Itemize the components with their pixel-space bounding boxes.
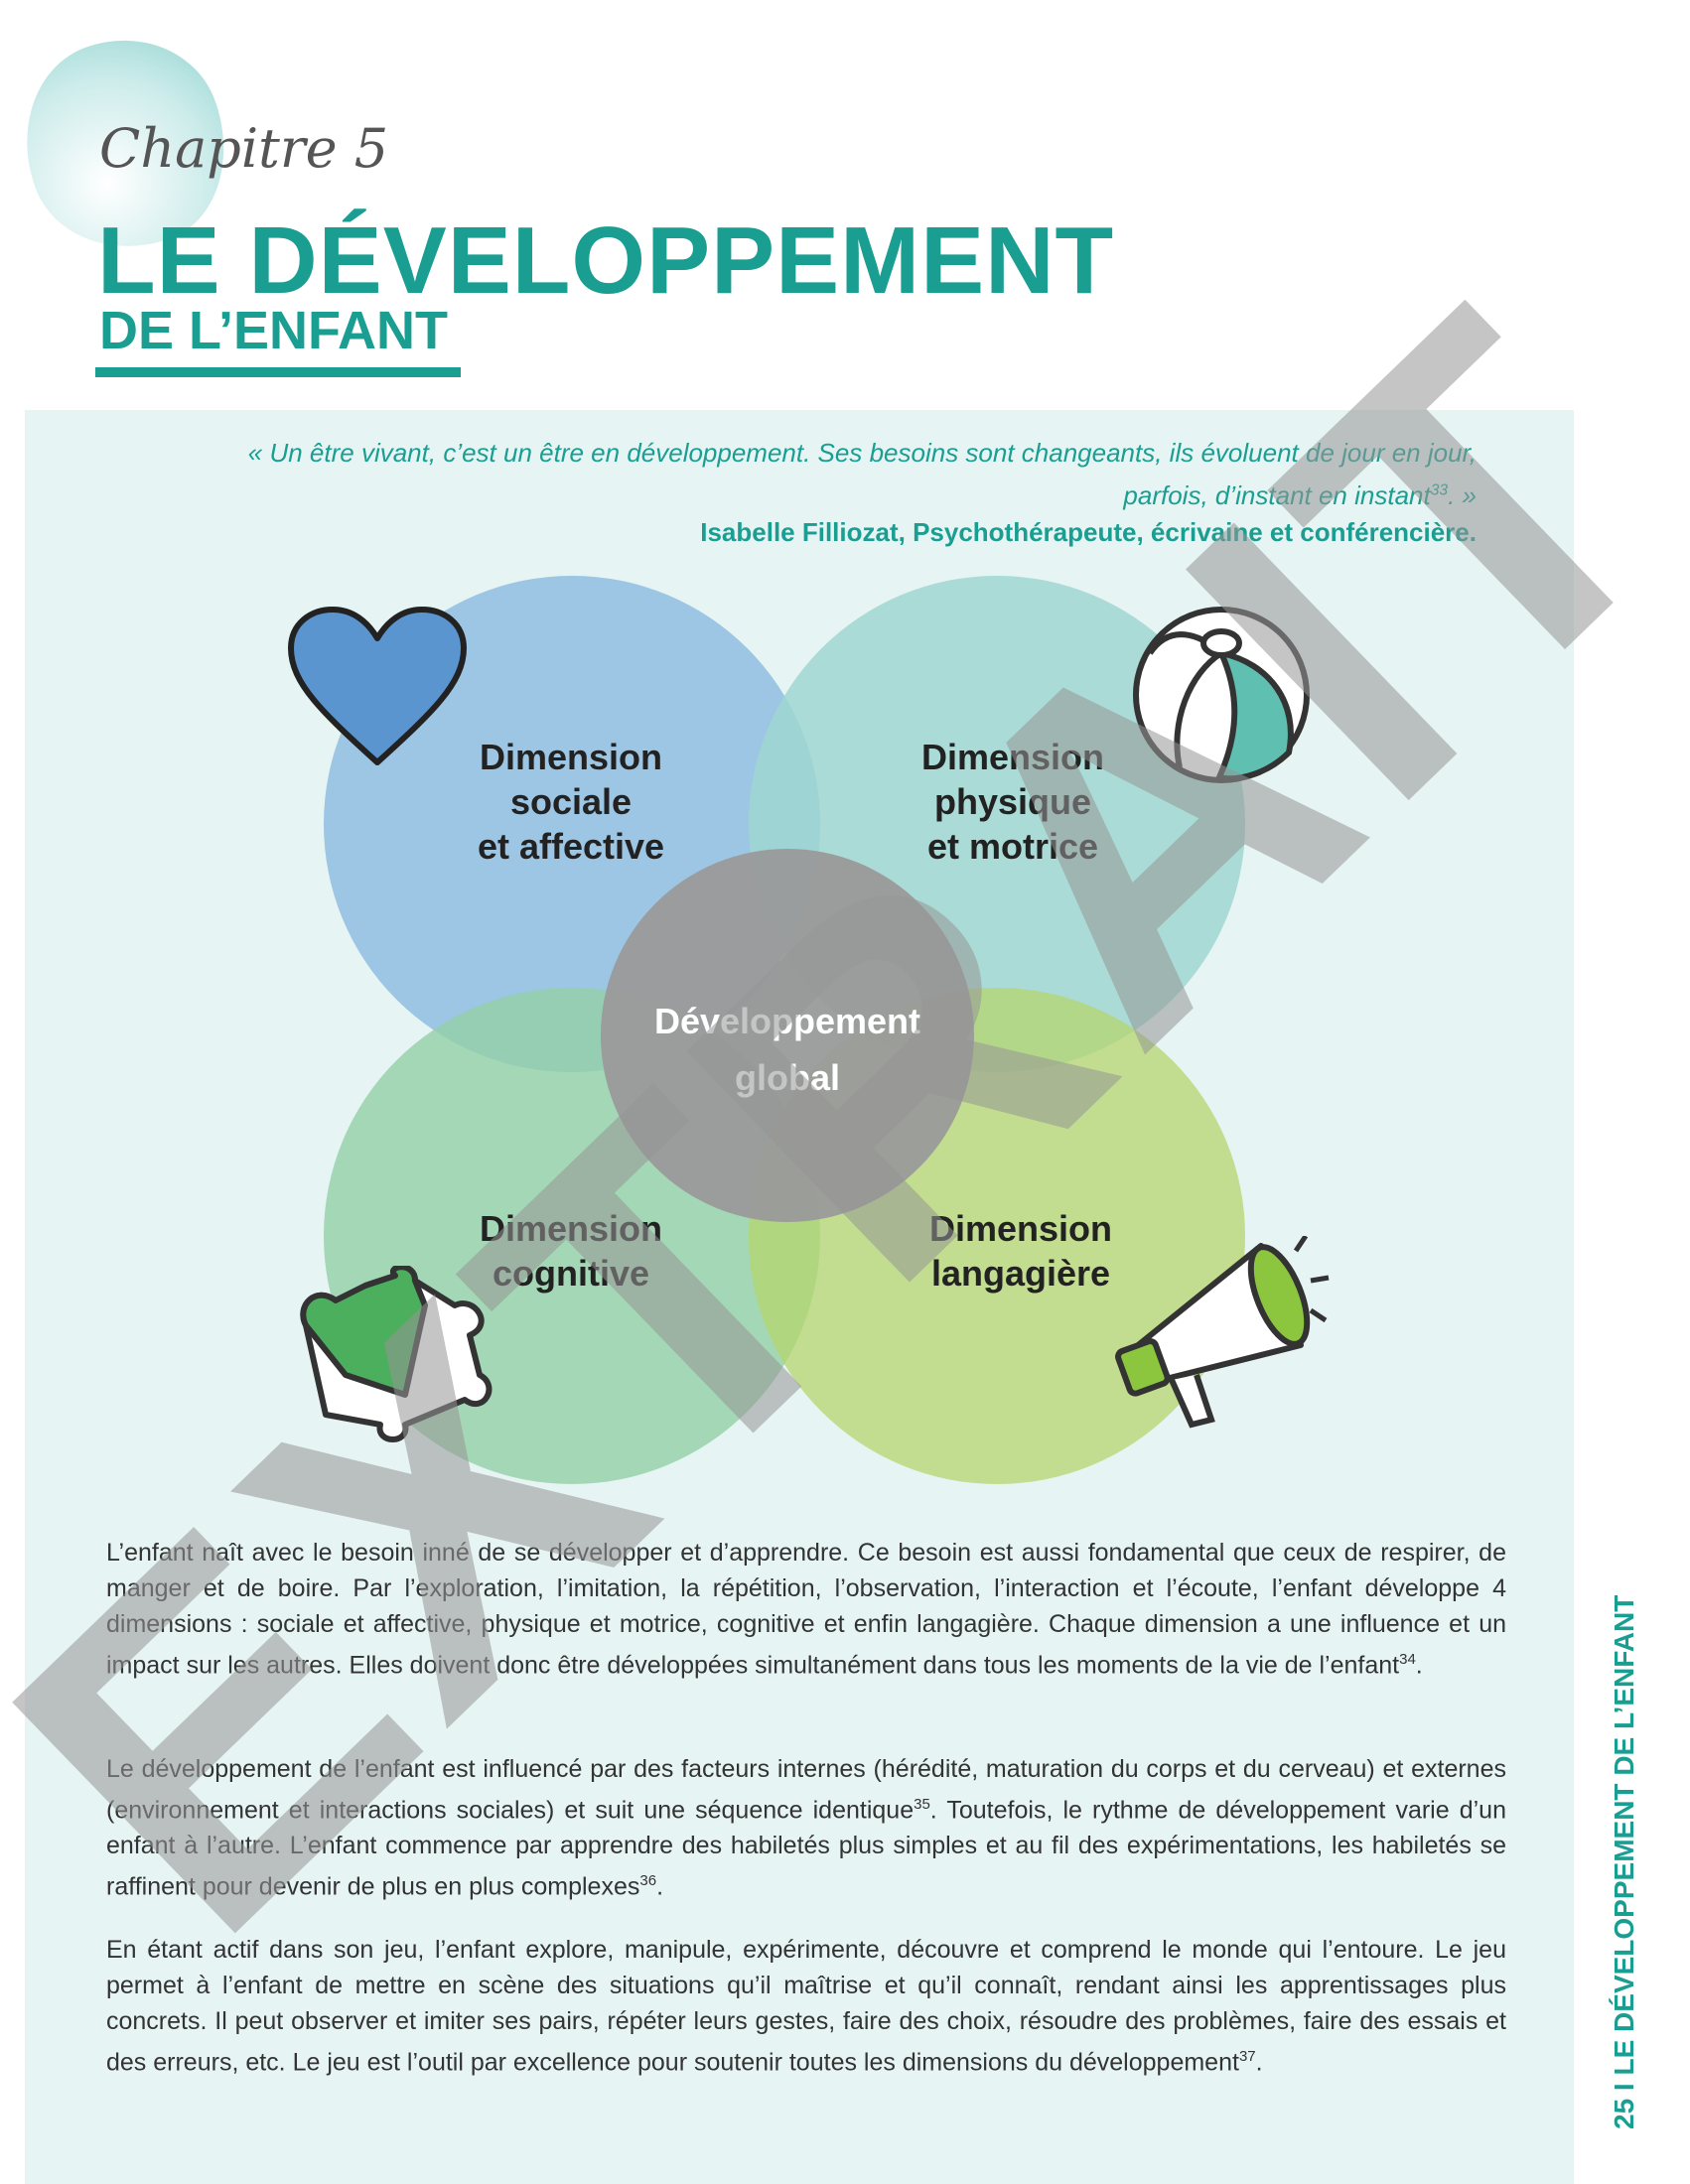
footnote-ref: 35 — [914, 1796, 930, 1813]
footnote-ref: 36 — [639, 1872, 657, 1890]
footnote-ref: 37 — [1238, 2048, 1256, 2065]
footnote-ref: 34 — [1399, 1651, 1416, 1668]
paragraph-2: Le développement de l’enfant est influen… — [106, 1755, 1506, 1901]
quote-close: . » — [1448, 479, 1477, 510]
footnote-ref: 33 — [1430, 481, 1449, 498]
running-footer: 25 I LE DÉVELOPPEMENT DE L’ENFANT — [1609, 1595, 1640, 2129]
title-underline — [95, 367, 461, 377]
paragraph-3: En étant actif dans son jeu, l’enfant ex… — [106, 1936, 1506, 2077]
chapter-label: Chapitre 5 — [99, 117, 389, 180]
page-title: LE DÉVELOPPEMENT — [97, 207, 1115, 314]
paragraph-1: L’enfant naît avec le besoin inné de se … — [106, 1539, 1506, 1680]
beach-ball-icon — [1133, 607, 1310, 783]
heart-icon — [288, 607, 467, 765]
quote-block: « Un être vivant, c’est un être en dével… — [248, 435, 1477, 551]
running-title: I LE DÉVELOPPEMENT DE L’ENFANT — [1609, 1594, 1639, 2092]
megaphone-icon — [1115, 1236, 1330, 1429]
quote-line-1: « Un être vivant, c’est un être en dével… — [247, 438, 1477, 468]
page-subtitle: DE L’ENFANT — [99, 301, 449, 360]
quote-line-2: parfois, d’instant en instant — [1123, 479, 1431, 510]
circle-center — [601, 849, 974, 1222]
quote-author: Isabelle Filliozat, Psychothérapeute, éc… — [700, 516, 1477, 547]
page-number: 25 — [1609, 2098, 1639, 2129]
puzzle-piece-icon — [300, 1266, 493, 1442]
